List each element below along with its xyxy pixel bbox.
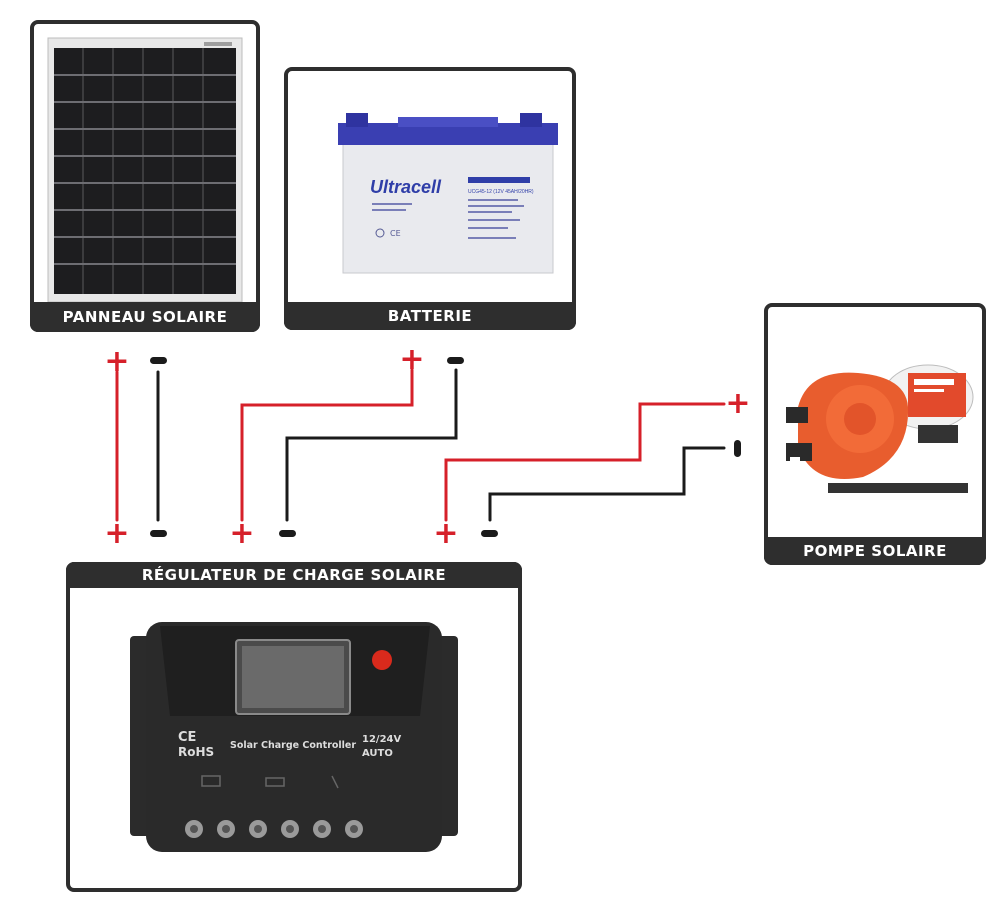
pump-card: POMPE SOLAIRE <box>764 303 986 565</box>
wire-battery-negative <box>285 368 458 522</box>
voltage-line2: AUTO <box>362 748 393 759</box>
pump-positive-terminal: + <box>725 386 750 421</box>
charge-controller-image: CE RoHS Solar Charge Controller 12/24V A… <box>130 622 458 852</box>
pump-label: POMPE SOLAIRE <box>764 537 986 565</box>
battery-card: Ultracell UCG45-12 (12V 45AH/20HR) CE BA… <box>284 67 576 330</box>
reg-pump-negative-terminal <box>481 530 498 537</box>
wire-pump-negative <box>488 446 726 522</box>
pump-image <box>786 364 974 493</box>
pump-negative-terminal <box>734 440 741 457</box>
panel-label: PANNEAU SOLAIRE <box>30 302 260 332</box>
wire-pump-positive <box>444 402 726 522</box>
solar-panel-card: PANNEAU SOLAIRE <box>30 20 260 332</box>
battery-negative-terminal <box>447 357 464 364</box>
solar-panel-image <box>47 37 243 303</box>
panel-positive-terminal: + <box>104 344 129 379</box>
rohs-mark: RoHS <box>178 745 214 759</box>
reg-panel-negative-terminal <box>150 530 167 537</box>
battery-brand: Ultracell <box>370 177 442 197</box>
wire-battery-positive <box>240 368 414 522</box>
reg-battery-positive-terminal: + <box>229 516 254 551</box>
svg-text:CE: CE <box>390 229 401 238</box>
battery-positive-terminal: + <box>399 342 424 377</box>
reg-panel-positive-terminal: + <box>104 516 129 551</box>
ce-mark: CE <box>178 730 196 745</box>
reg-battery-negative-terminal <box>279 530 296 537</box>
regulator-label: RÉGULATEUR DE CHARGE SOLAIRE <box>66 562 522 588</box>
battery-model: UCG45-12 (12V 45AH/20HR) <box>468 189 534 195</box>
panel-negative-terminal <box>150 357 167 364</box>
reg-pump-positive-terminal: + <box>433 516 458 551</box>
controller-title: Solar Charge Controller <box>230 740 356 751</box>
battery-label: BATTERIE <box>284 302 576 330</box>
voltage-line1: 12/24V <box>362 734 401 745</box>
battery-image: Ultracell UCG45-12 (12V 45AH/20HR) CE <box>338 113 558 274</box>
regulator-card: RÉGULATEUR DE CHARGE SOLAIRE CE RoHS Sol… <box>66 562 522 892</box>
